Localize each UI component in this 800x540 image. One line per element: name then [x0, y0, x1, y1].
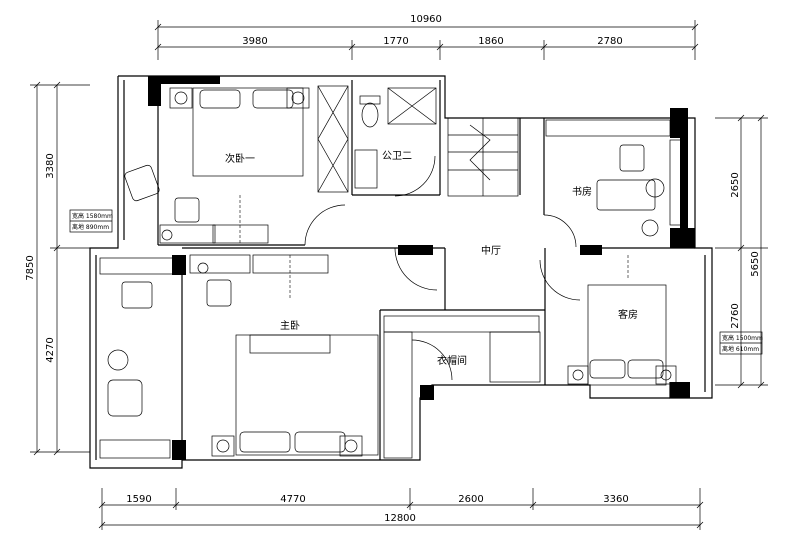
note-right-line2: 离地 610mm [722, 345, 759, 353]
left-total-dim: 7850 [25, 255, 36, 280]
right-total-dim: 5650 [750, 251, 761, 276]
top-dim-4: 2780 [597, 36, 622, 47]
top-dimension-chain [154, 20, 699, 60]
room-label-public-bath: 公卫二 [382, 151, 412, 162]
bathroom-fixtures [354, 87, 437, 189]
bottom-dim-3: 2600 [458, 494, 483, 505]
doors [304, 155, 581, 381]
staircase [447, 117, 519, 197]
note-right-line1: 宽高 1500mm [722, 334, 763, 342]
room-label-study: 书房 [572, 185, 592, 198]
top-dim-3: 1860 [478, 36, 503, 47]
columns [148, 76, 695, 460]
study-desk [596, 179, 656, 211]
left-dim-2: 4270 [45, 337, 56, 362]
room-label-guest-room: 客房 [618, 308, 638, 321]
bed-second-bedroom [192, 87, 304, 177]
beds [192, 87, 667, 456]
bottom-dim-2: 4770 [280, 494, 305, 505]
nightstands [161, 87, 677, 457]
room-label-cloakroom: 衣帽间 [437, 354, 467, 367]
note-left-line2: 离地 890mm [72, 223, 109, 231]
note-left-line1: 宽高 1580mm [72, 212, 113, 220]
right-dimension-chain [715, 114, 768, 389]
top-dim-2: 1770 [383, 36, 408, 47]
bed-guest [587, 284, 667, 386]
window-note-left [69, 209, 113, 233]
furniture-misc [107, 144, 665, 417]
walls [89, 75, 713, 469]
room-label-second-bedroom: 次卧一 [225, 152, 255, 165]
top-dim-1: 3980 [242, 36, 267, 47]
window-note-right [719, 331, 763, 355]
right-dim-2: 2760 [730, 303, 741, 328]
bottom-total-dim: 12800 [384, 513, 416, 524]
bottom-dimension-chain [98, 488, 704, 530]
wardrobes [99, 85, 683, 459]
projection-lines [239, 195, 629, 300]
bottom-dim-4: 3360 [603, 494, 628, 505]
room-label-central-hall: 中厅 [481, 244, 501, 257]
top-total-dim: 10960 [410, 14, 442, 25]
room-label-master-bedroom: 主卧 [280, 319, 300, 332]
right-dim-1: 2650 [730, 172, 741, 197]
left-dim-1: 3380 [45, 153, 56, 178]
left-dimension-chain [30, 81, 90, 456]
bottom-dim-1: 1590 [126, 494, 151, 505]
